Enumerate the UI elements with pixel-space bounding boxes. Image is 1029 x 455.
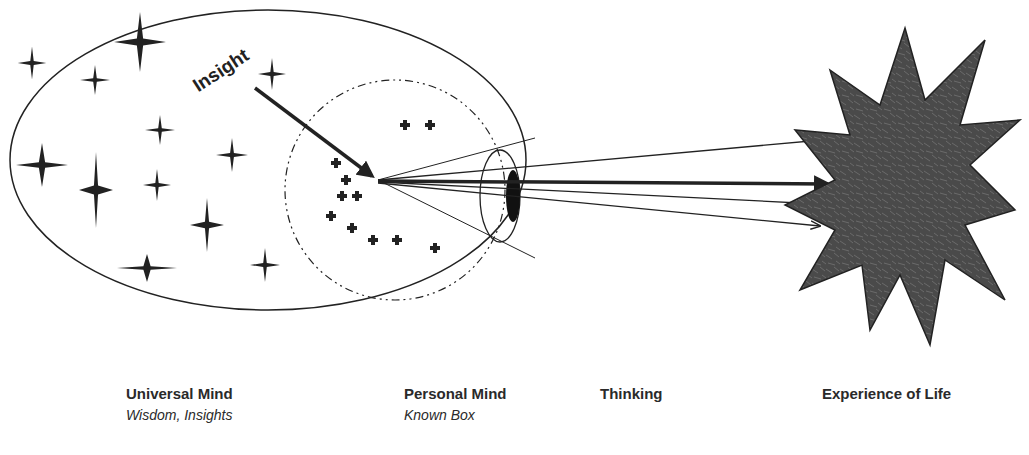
section-title: Personal Mind (404, 385, 507, 403)
insight-label: Insight (190, 46, 252, 95)
section-title: Universal Mind (126, 385, 233, 403)
section-subtitle: Known Box (404, 406, 475, 424)
section-subtitle: Wisdom, Insights (126, 406, 232, 424)
section-title: Experience of Life (822, 385, 951, 403)
section-title: Thinking (600, 385, 663, 403)
